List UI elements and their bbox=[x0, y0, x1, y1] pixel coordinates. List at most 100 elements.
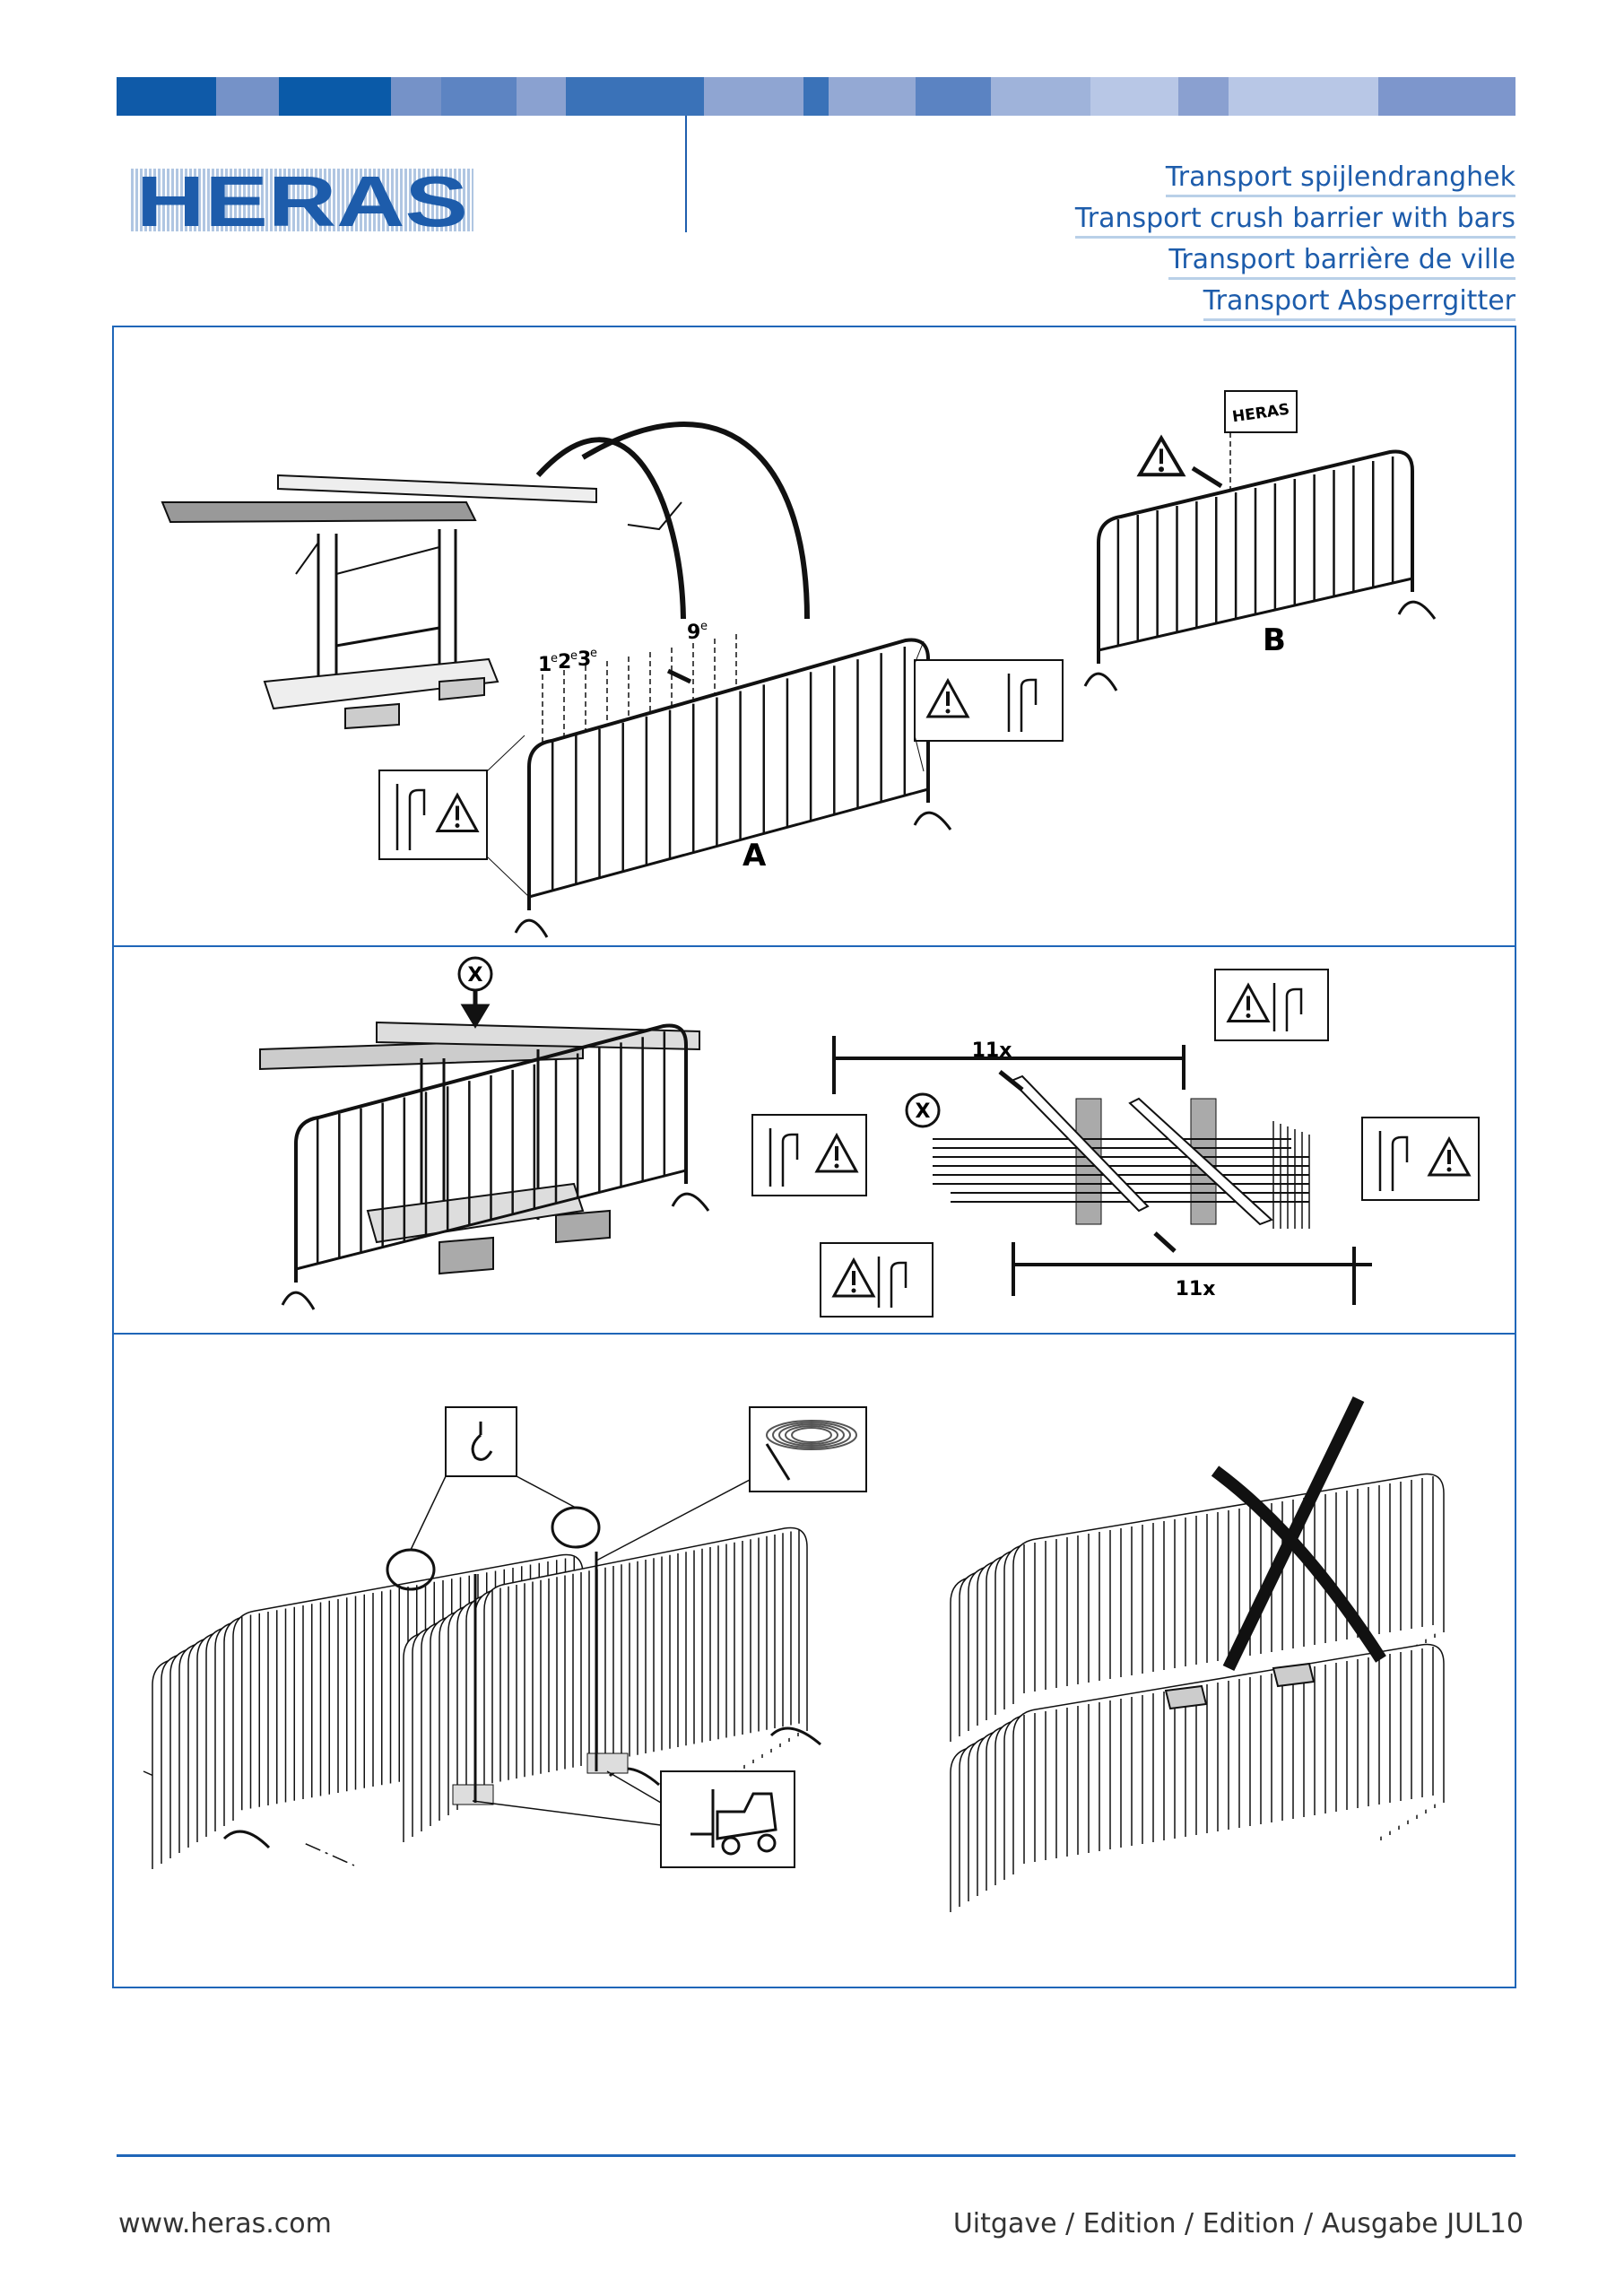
title-nl: Transport spijlendranghek bbox=[1165, 161, 1515, 197]
forklift-wheel bbox=[757, 1833, 777, 1853]
band-segment bbox=[216, 77, 280, 116]
footer-rule bbox=[117, 2154, 1515, 2157]
storage-rack bbox=[161, 474, 597, 730]
count-bottom: 11x bbox=[1176, 1278, 1216, 1300]
bar-mark-suffix: e bbox=[700, 620, 708, 633]
bar-mark-9: 9 bbox=[687, 622, 700, 644]
fence-foot bbox=[671, 1192, 710, 1212]
bar-mark-suffix: e bbox=[590, 647, 597, 660]
pointer-arrow bbox=[1191, 465, 1223, 489]
rack-foot bbox=[439, 1236, 494, 1275]
title-de: Transport Absperrgitter bbox=[1203, 285, 1515, 321]
storage-rack-wrong bbox=[259, 1021, 700, 1275]
panel-1-illustration bbox=[161, 422, 1437, 938]
svg-text:HERAS: HERAS bbox=[136, 169, 468, 231]
strap-roll-icon bbox=[765, 1443, 791, 1481]
band-segment bbox=[117, 77, 217, 116]
rack-base bbox=[366, 1182, 585, 1244]
warning-callout bbox=[378, 770, 488, 860]
forbidden-mark: X bbox=[916, 1100, 931, 1123]
strap-roll-icon bbox=[766, 1420, 857, 1450]
drawing-line bbox=[295, 542, 319, 575]
bar-mark-suffix: e bbox=[551, 652, 558, 665]
cross-out-mark bbox=[1222, 1396, 1365, 1672]
hook-detail-circle bbox=[551, 1506, 601, 1549]
fence-stack-flat bbox=[933, 1070, 1310, 1253]
fence-a bbox=[514, 638, 952, 938]
document-titles: Transport spijlendranghek Transport crus… bbox=[1074, 161, 1515, 326]
strap-roll-icon bbox=[785, 1425, 838, 1445]
single-fence-top bbox=[832, 1036, 1185, 1094]
warning-icon bbox=[945, 709, 951, 714]
fence-frame bbox=[527, 638, 930, 910]
band-segment bbox=[1090, 77, 1178, 116]
callout-box bbox=[1361, 1117, 1480, 1201]
hook-icon bbox=[395, 784, 426, 850]
warning-icon bbox=[1246, 1013, 1251, 1018]
block bbox=[1164, 1684, 1208, 1710]
band-segment bbox=[516, 77, 567, 116]
drawing-line bbox=[486, 856, 530, 898]
rack-foot bbox=[439, 676, 485, 701]
strap bbox=[1010, 1074, 1150, 1213]
heras-logo: HERAS bbox=[131, 169, 473, 231]
bar-mark-suffix: e bbox=[570, 649, 578, 663]
fence-foot bbox=[514, 918, 549, 938]
header-divider bbox=[685, 116, 687, 232]
panel-3-illustration bbox=[143, 1396, 1445, 1912]
warning-callout bbox=[914, 659, 1064, 742]
strap-roll-icon bbox=[791, 1427, 832, 1443]
drawing-line bbox=[486, 735, 525, 772]
band-segment bbox=[1377, 77, 1515, 116]
band-segment bbox=[828, 77, 916, 116]
forklift-block bbox=[586, 1752, 629, 1774]
title-fr: Transport barrière de ville bbox=[1168, 244, 1515, 280]
forbidden-mark: X bbox=[468, 964, 483, 987]
header-color-band bbox=[117, 77, 1515, 116]
hook-icon bbox=[1007, 674, 1038, 732]
rack-base bbox=[263, 657, 499, 710]
band-segment bbox=[391, 77, 442, 116]
rack-beam bbox=[376, 1021, 700, 1051]
panel-divider bbox=[112, 1333, 1515, 1335]
label-fence-a: A bbox=[743, 838, 767, 874]
rack-beam bbox=[277, 474, 597, 504]
title-en: Transport crush barrier with bars bbox=[1074, 203, 1515, 239]
hook-icon bbox=[877, 1257, 908, 1308]
drawing-line bbox=[335, 546, 440, 575]
transfer-arc bbox=[581, 422, 810, 620]
bar-mark-1: 1 bbox=[538, 654, 551, 676]
band-segment bbox=[1228, 77, 1378, 116]
fence-frame bbox=[294, 1023, 688, 1283]
cross-out-mark bbox=[1211, 1465, 1386, 1663]
warning-dot bbox=[1159, 466, 1164, 473]
band-segment bbox=[703, 77, 803, 116]
rack-foot bbox=[555, 1209, 611, 1244]
warning-icon bbox=[1136, 434, 1186, 477]
forklift-wheel bbox=[721, 1836, 741, 1856]
fence-on-rack bbox=[281, 1023, 710, 1310]
callout-box bbox=[378, 770, 488, 860]
fence-foot bbox=[1397, 600, 1437, 620]
fence-frame bbox=[1097, 449, 1414, 664]
warning-callout bbox=[1214, 969, 1329, 1041]
hook-icon bbox=[1272, 983, 1303, 1031]
warning-icon bbox=[1446, 1167, 1452, 1172]
fence-foot bbox=[913, 811, 952, 831]
band-segment bbox=[803, 77, 829, 116]
bar-mark-2: 2 bbox=[558, 651, 571, 674]
strap-roll-icon bbox=[772, 1422, 851, 1448]
label-fence-b: B bbox=[1263, 622, 1286, 658]
callout-line bbox=[595, 1479, 751, 1561]
warning-callout bbox=[751, 1114, 867, 1196]
rack-beam bbox=[161, 501, 477, 524]
pointer-arrow bbox=[666, 668, 692, 684]
rack-foot bbox=[344, 702, 400, 730]
band-segment bbox=[441, 77, 517, 116]
callout-line bbox=[472, 1770, 662, 1826]
footer-website[interactable]: www.heras.com bbox=[118, 2208, 332, 2239]
strap-roll-icon bbox=[778, 1423, 845, 1447]
band-segment bbox=[1177, 77, 1229, 116]
footer-edition: Uitgave / Edition / Edition / Ausgabe JU… bbox=[952, 2208, 1524, 2239]
fence-foot bbox=[1083, 672, 1118, 691]
